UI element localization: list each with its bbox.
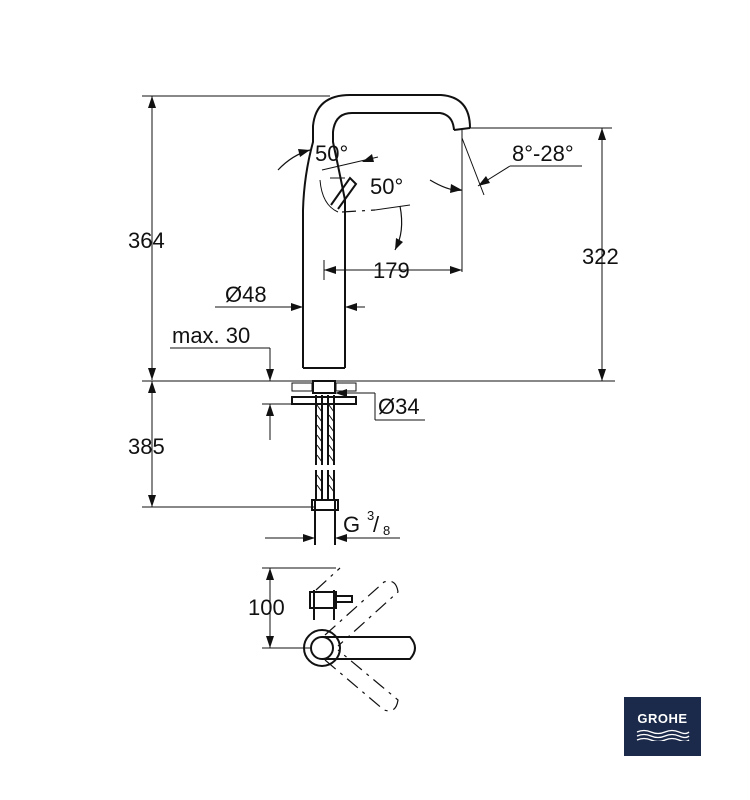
dim-thread-den: 8 <box>383 523 390 538</box>
dimension-lines <box>142 95 615 542</box>
dim-thread-num: 3 <box>367 508 374 523</box>
faucet-top-view <box>262 567 416 712</box>
dimension-labels: 364 322 179 8°-28° 50° 50° Ø48 max. 30 Ø… <box>128 141 619 620</box>
dim-total-height: 364 <box>128 228 165 253</box>
dim-thread-base: G <box>343 512 360 537</box>
dim-max-thickness: max. 30 <box>172 323 250 348</box>
logo-text: GROHE <box>637 711 688 726</box>
dim-lever-angle-side: 50° <box>370 174 403 199</box>
dim-spout-reach: 179 <box>373 258 410 283</box>
dim-shank-diameter: Ø34 <box>378 394 420 419</box>
faucet-side-view <box>290 94 471 545</box>
dim-lever-angle-top: 50° <box>315 141 348 166</box>
dim-body-diameter: Ø48 <box>225 282 267 307</box>
grohe-logo: GROHE <box>624 697 701 756</box>
dim-spout-angle: 8°-28° <box>512 141 574 166</box>
dim-lever-offset: 100 <box>248 595 285 620</box>
dim-thread-slash: / <box>373 512 380 537</box>
dim-spout-height: 322 <box>582 244 619 269</box>
dim-hose-length: 385 <box>128 434 165 459</box>
waves-icon <box>636 729 689 741</box>
